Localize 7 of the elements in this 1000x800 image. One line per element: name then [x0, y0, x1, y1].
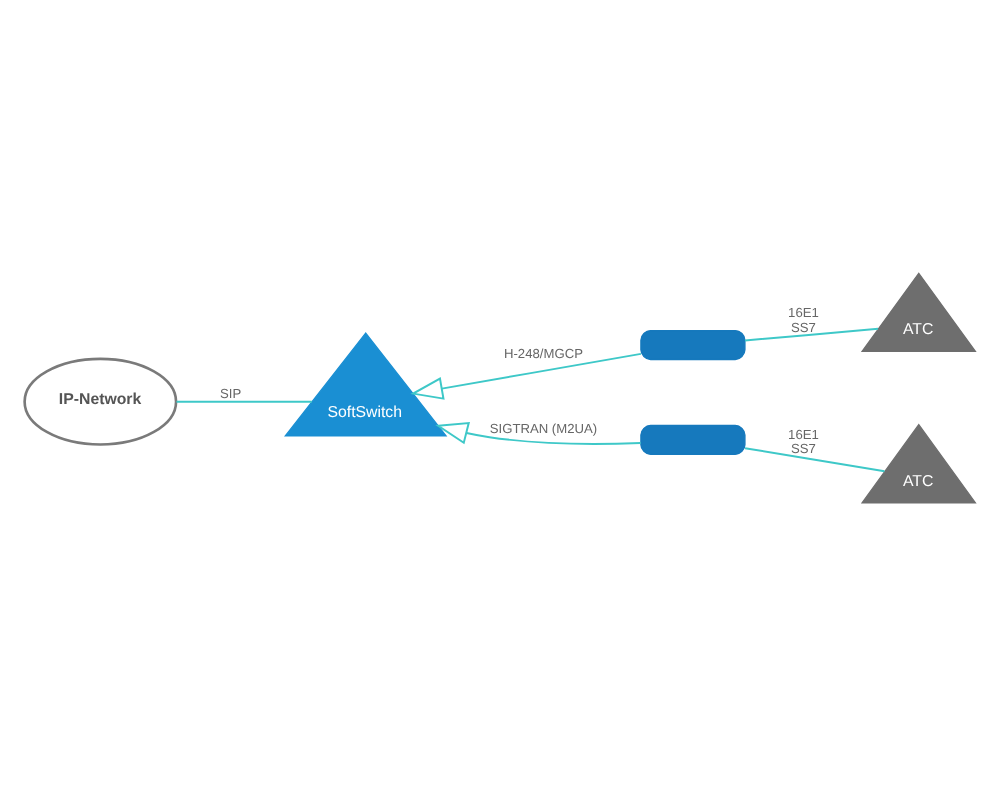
- arrow: [435, 420, 642, 444]
- connector: [744, 446, 886, 472]
- connector: [175, 399, 313, 402]
- arrow: [410, 351, 642, 399]
- node-box: [640, 328, 746, 360]
- connector: [744, 326, 880, 341]
- node-box: [640, 423, 746, 454]
